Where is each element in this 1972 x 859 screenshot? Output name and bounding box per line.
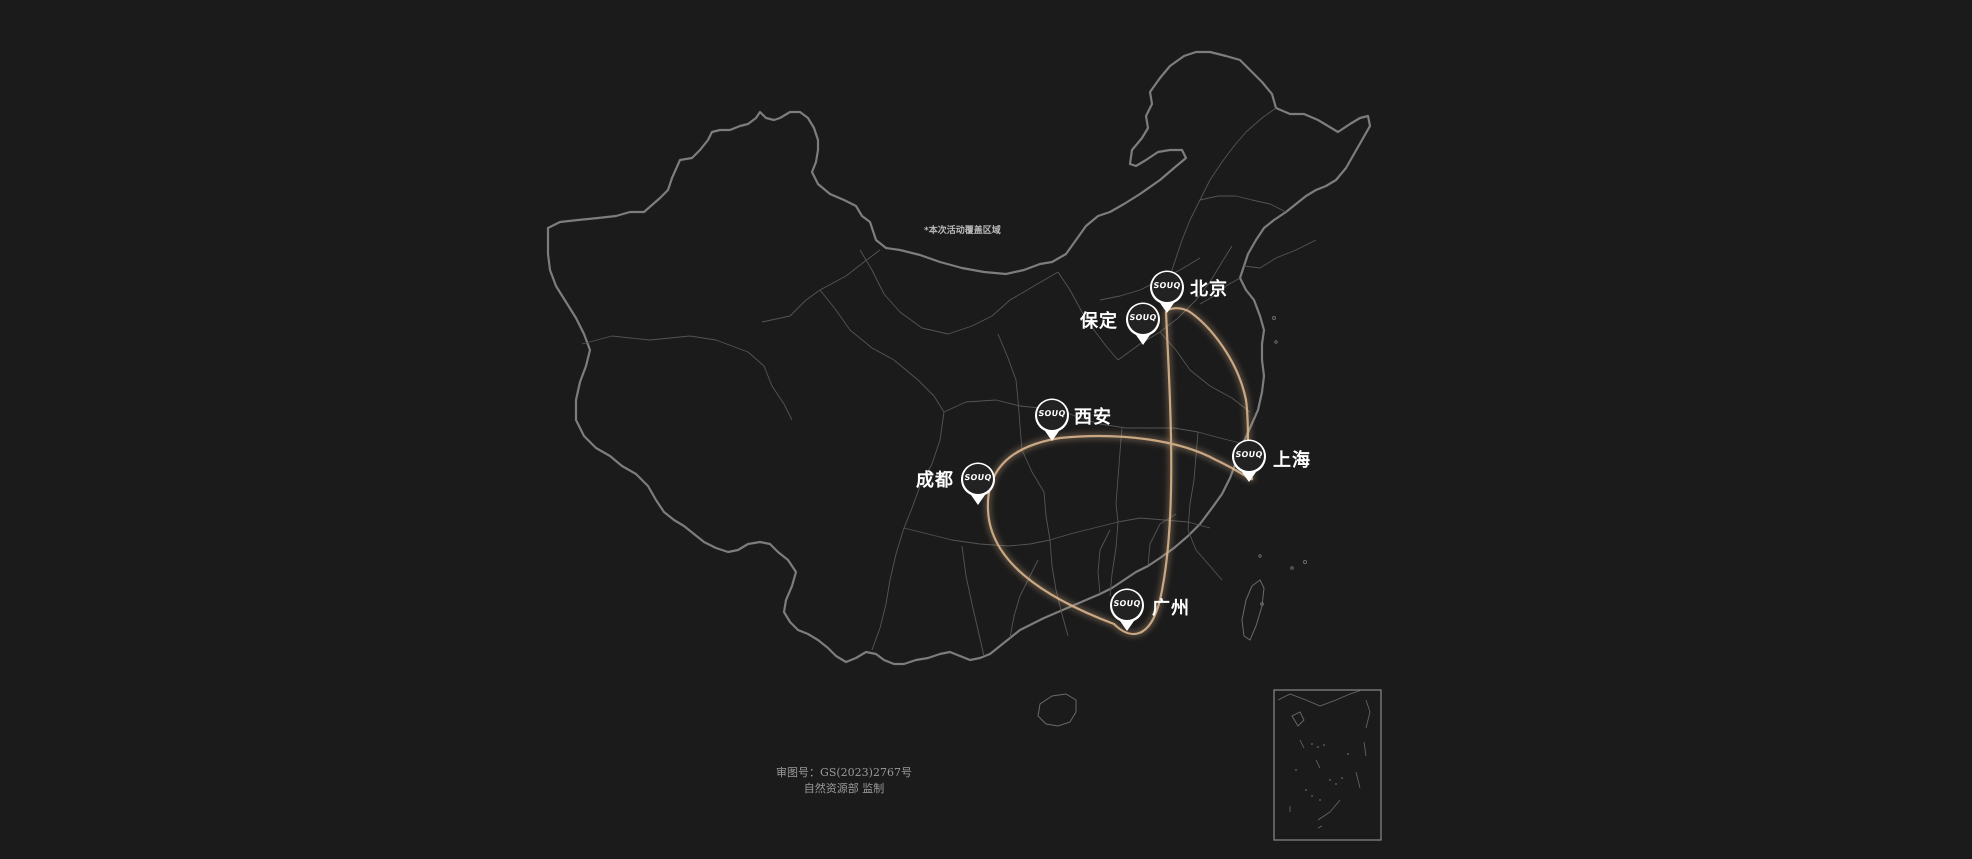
pin-logo: SOUQ [1234, 450, 1264, 459]
pin-logo: SOUQ [963, 473, 993, 482]
map-approval-issuer: 自然资源部 监制 [803, 782, 885, 795]
map-pin-icon [961, 462, 995, 505]
map-pin-icon [1035, 398, 1069, 441]
city-label-xian: 西安 [1074, 407, 1112, 428]
taiwan-island [1241, 579, 1265, 641]
pin-logo: SOUQ [1128, 313, 1158, 322]
map-pin-xian[interactable]: SOUQ [1034, 398, 1070, 442]
map-approval-number: 审图号：GS(2023)2767号 [776, 766, 912, 779]
map-pin-icon [1126, 302, 1160, 345]
pin-logo: SOUQ [1037, 409, 1067, 418]
country-border [546, 50, 1372, 666]
city-label-guangzhou: 广州 [1152, 598, 1190, 619]
city-label-baoding: 保定 [1080, 311, 1118, 332]
province-borders [581, 107, 1317, 657]
map-pin-icon [1110, 588, 1144, 631]
coverage-note: *本次活动覆盖区域 [924, 226, 1001, 236]
map-pin-beijing[interactable]: SOUQ [1149, 270, 1185, 314]
map-pin-guangzhou[interactable]: SOUQ [1109, 588, 1145, 632]
pin-logo: SOUQ [1112, 599, 1142, 608]
offshore-islands [1258, 316, 1308, 606]
city-label-shanghai: 上海 [1273, 450, 1311, 471]
pin-logo: SOUQ [1152, 281, 1182, 290]
map-pin-baoding[interactable]: SOUQ [1125, 302, 1161, 346]
map-pin-shanghai[interactable]: SOUQ [1231, 439, 1267, 483]
city-label-beijing: 北京 [1190, 279, 1228, 300]
map-pin-icon [1150, 270, 1184, 313]
map-pin-icon [1232, 439, 1266, 482]
map-pin-chengdu[interactable]: SOUQ [960, 462, 996, 506]
activity-route [986, 307, 1254, 636]
hainan-island [1037, 693, 1077, 727]
south-china-sea-inset [1273, 689, 1382, 841]
city-label-chengdu: 成都 [916, 470, 954, 491]
